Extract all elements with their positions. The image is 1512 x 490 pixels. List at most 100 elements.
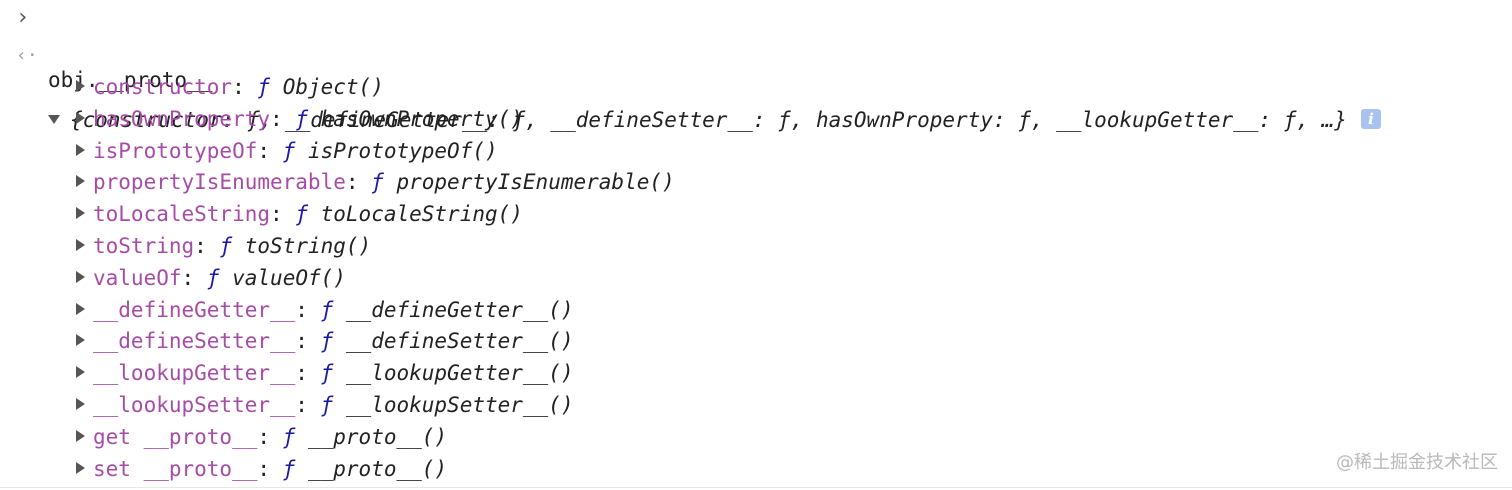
property-value: __lookupSetter__() bbox=[345, 393, 574, 417]
property-key: __defineGetter__ bbox=[93, 298, 296, 322]
function-symbol: ƒ bbox=[371, 170, 384, 194]
console-result-line: ‹· {constructor: ƒ, __defineGetter__: ƒ,… bbox=[0, 40, 1381, 132]
function-symbol: ƒ bbox=[295, 107, 308, 131]
info-icon[interactable]: i bbox=[1360, 109, 1381, 129]
property-separator: : bbox=[194, 234, 220, 258]
spacer bbox=[308, 107, 321, 131]
spacer bbox=[295, 457, 308, 481]
function-symbol: ƒ bbox=[295, 202, 308, 226]
property-value: propertyIsEnumerable() bbox=[396, 170, 675, 194]
property-key: hasOwnProperty bbox=[93, 107, 271, 131]
property-separator: : bbox=[270, 107, 296, 131]
property-row[interactable]: set __proto__: ƒ __proto__() bbox=[76, 453, 447, 485]
console-input-line: › obj.__proto__ bbox=[0, 0, 212, 92]
expand-triangle-down-icon[interactable] bbox=[48, 114, 60, 124]
property-value: toString() bbox=[244, 234, 372, 258]
function-symbol: ƒ bbox=[320, 298, 334, 322]
expand-triangle-right-icon[interactable] bbox=[76, 398, 85, 410]
watermark: @稀土掘金技术社区 bbox=[1336, 452, 1498, 473]
expand-triangle-right-icon[interactable] bbox=[76, 112, 85, 124]
expand-triangle-right-icon[interactable] bbox=[76, 144, 85, 156]
property-row[interactable]: toString: ƒ toString() bbox=[76, 230, 371, 262]
function-symbol: ƒ bbox=[320, 361, 334, 385]
property-separator: : bbox=[270, 202, 296, 226]
property-row[interactable]: __lookupGetter__: ƒ __lookupGetter__() bbox=[76, 357, 573, 389]
divider bbox=[0, 487, 1512, 488]
property-separator: : bbox=[295, 298, 321, 322]
expand-triangle-right-icon[interactable] bbox=[76, 80, 85, 92]
property-value: __proto__() bbox=[307, 425, 448, 449]
expand-triangle-right-icon[interactable] bbox=[76, 175, 85, 187]
property-separator: : bbox=[257, 139, 283, 163]
property-row[interactable]: __defineSetter__: ƒ __defineSetter__() bbox=[76, 325, 573, 357]
object-summary-text: {constructor: ƒ, __defineGetter__: ƒ, __… bbox=[70, 108, 1347, 132]
function-symbol: ƒ bbox=[320, 393, 334, 417]
expand-triangle-right-icon[interactable] bbox=[76, 334, 85, 346]
property-row[interactable]: isPrototypeOf: ƒ isPrototypeOf() bbox=[76, 135, 498, 167]
property-value: __proto__() bbox=[307, 457, 448, 481]
spacer bbox=[308, 202, 321, 226]
expand-triangle-right-icon[interactable] bbox=[76, 207, 85, 219]
property-value: __lookupGetter__() bbox=[345, 361, 574, 385]
property-value: Object() bbox=[282, 75, 384, 99]
property-row[interactable]: __defineGetter__: ƒ __defineGetter__() bbox=[76, 294, 573, 326]
function-symbol: ƒ bbox=[282, 425, 296, 449]
property-key: propertyIsEnumerable bbox=[93, 170, 346, 194]
property-row[interactable]: valueOf: ƒ valueOf() bbox=[76, 262, 346, 294]
property-key: toString bbox=[93, 234, 195, 258]
spacer bbox=[270, 75, 283, 99]
property-separator: : bbox=[295, 393, 321, 417]
spacer bbox=[295, 139, 308, 163]
property-row[interactable]: get __proto__: ƒ __proto__() bbox=[76, 421, 447, 453]
property-value: valueOf() bbox=[232, 266, 346, 290]
property-value: hasOwnProperty() bbox=[320, 107, 523, 131]
property-value: isPrototypeOf() bbox=[307, 139, 498, 163]
property-key: isPrototypeOf bbox=[93, 139, 258, 163]
property-row[interactable]: constructor: ƒ Object() bbox=[76, 71, 384, 103]
expand-triangle-right-icon[interactable] bbox=[76, 462, 85, 474]
property-key: __lookupGetter__ bbox=[93, 361, 296, 385]
spacer bbox=[333, 361, 346, 385]
property-row[interactable]: hasOwnProperty: ƒ hasOwnProperty() bbox=[76, 103, 523, 135]
spacer bbox=[333, 393, 346, 417]
property-row[interactable]: propertyIsEnumerable: ƒ propertyIsEnumer… bbox=[76, 166, 675, 198]
property-key: valueOf bbox=[93, 266, 182, 290]
expand-triangle-right-icon[interactable] bbox=[76, 271, 85, 283]
property-key: __lookupSetter__ bbox=[93, 393, 296, 417]
property-separator: : bbox=[295, 329, 321, 353]
property-separator: : bbox=[232, 75, 258, 99]
spacer bbox=[333, 298, 346, 322]
function-symbol: ƒ bbox=[219, 234, 233, 258]
property-row[interactable]: toLocaleString: ƒ toLocaleString() bbox=[76, 198, 523, 230]
property-separator: : bbox=[345, 170, 372, 194]
result-arrow-icon: ‹· bbox=[16, 45, 38, 66]
property-value: __defineSetter__() bbox=[345, 329, 574, 353]
property-value: toLocaleString() bbox=[320, 202, 523, 226]
property-key: constructor bbox=[93, 75, 233, 99]
object-summary[interactable]: {constructor: ƒ, __defineGetter__: ƒ, __… bbox=[48, 104, 1381, 136]
spacer bbox=[384, 170, 397, 194]
expand-triangle-right-icon[interactable] bbox=[76, 303, 85, 315]
function-symbol: ƒ bbox=[282, 457, 296, 481]
property-key: toLocaleString bbox=[93, 202, 271, 226]
property-separator: : bbox=[295, 361, 321, 385]
function-symbol: ƒ bbox=[282, 139, 296, 163]
property-separator: : bbox=[181, 266, 207, 290]
spacer bbox=[232, 234, 245, 258]
function-symbol: ƒ bbox=[257, 75, 271, 99]
function-symbol: ƒ bbox=[320, 329, 334, 353]
spacer bbox=[219, 266, 232, 290]
property-separator: : bbox=[257, 425, 283, 449]
spacer bbox=[295, 425, 308, 449]
expand-triangle-right-icon[interactable] bbox=[76, 239, 85, 251]
property-row[interactable]: __lookupSetter__: ƒ __lookupSetter__() bbox=[76, 389, 573, 421]
property-separator: : bbox=[257, 457, 283, 481]
property-key: set __proto__ bbox=[93, 457, 258, 481]
spacer bbox=[333, 329, 346, 353]
expand-triangle-right-icon[interactable] bbox=[76, 430, 85, 442]
function-symbol: ƒ bbox=[206, 266, 220, 290]
expand-triangle-right-icon[interactable] bbox=[76, 366, 85, 378]
property-value: __defineGetter__() bbox=[345, 298, 574, 322]
console-input-text[interactable]: obj.__proto__ bbox=[48, 68, 213, 92]
